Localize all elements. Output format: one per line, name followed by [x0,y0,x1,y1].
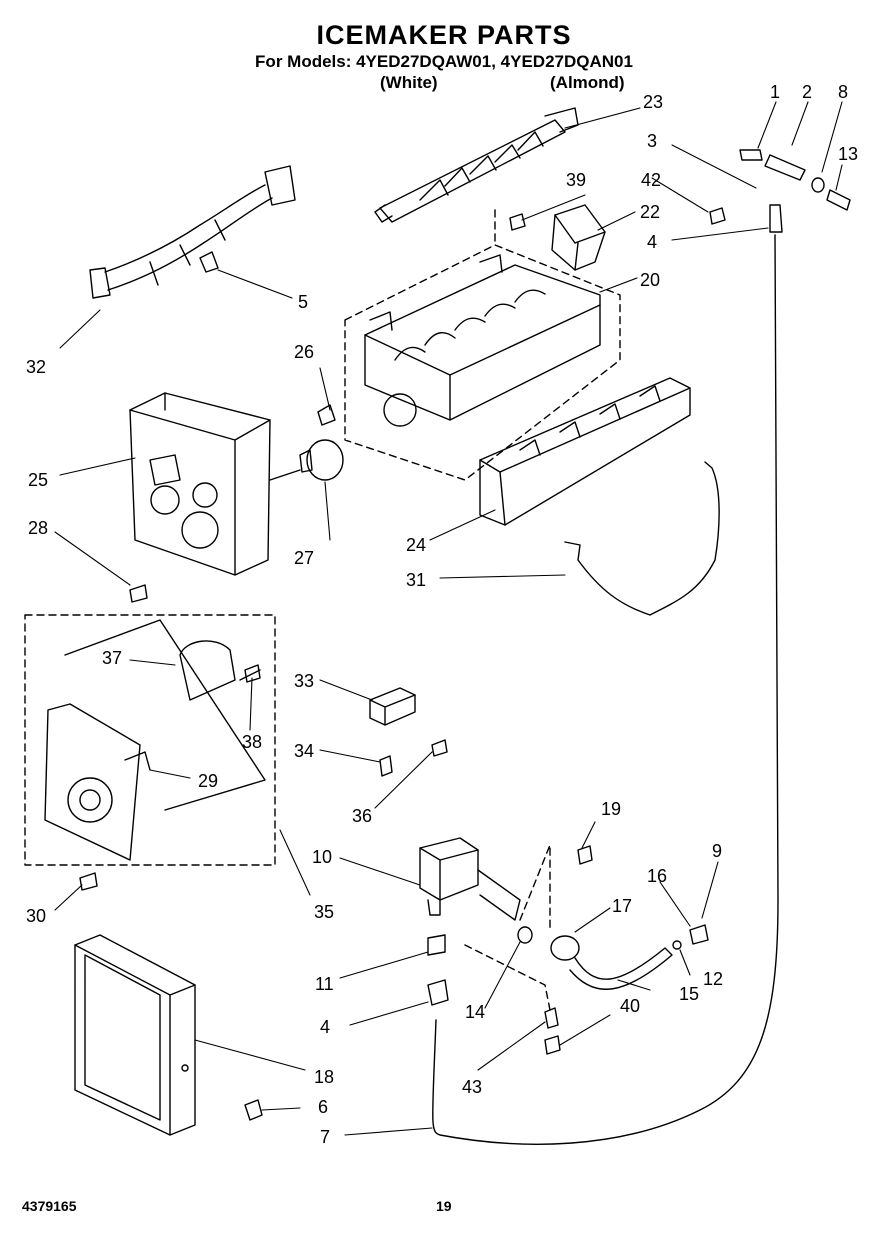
callout-4-bottom: 4 [320,1017,330,1037]
callout-32: 32 [26,357,46,377]
callout-28: 28 [28,518,48,538]
callout-5: 5 [298,292,308,312]
callout-16: 16 [647,866,667,886]
water-valve [419,837,551,931]
water-line [432,204,783,1145]
callout-7: 7 [320,1127,330,1147]
ejector-assembly [374,107,579,223]
callout-18: 18 [314,1067,334,1087]
motor [269,404,344,481]
page-number: 19 [436,1198,452,1214]
shutoff-arm [564,461,720,616]
callout-43: 43 [462,1077,482,1097]
callout-42: 42 [641,170,661,190]
callout-11: 11 [315,974,334,994]
callout-27: 27 [294,548,314,568]
callout-22: 22 [640,202,660,222]
callout-33: 33 [294,671,314,691]
callout-15: 15 [679,984,699,1004]
callout-29: 29 [198,771,218,791]
callout-38: 38 [242,732,262,752]
document-number: 4379165 [22,1198,77,1214]
callout-26: 26 [294,342,314,362]
water-fill-cup [551,204,606,271]
wire-harness [89,165,296,299]
callout-39: 39 [566,170,586,190]
callout-6: 6 [318,1097,328,1117]
callout-1: 1 [770,82,780,102]
control-module-box [24,614,276,866]
callout-3: 3 [647,131,657,151]
callout-37: 37 [102,648,122,668]
stripper [479,377,691,526]
variant-almond: (Almond) [550,73,625,92]
callout-40: 40 [620,996,640,1016]
callout-34: 34 [294,741,314,761]
callout-9: 9 [712,841,722,861]
hose-assembly [464,926,673,1011]
callout-labels: 1 2 3 4 4 5 6 7 8 9 10 11 12 13 14 15 16… [26,82,858,1147]
variant-white: (White) [380,73,438,92]
icemaker-mold [344,209,621,481]
callout-14: 14 [465,1002,485,1022]
model-numbers: For Models: 4YED27DQAW01, 4YED27DQAN01 [255,52,633,71]
small-parts [79,149,851,1121]
callout-24: 24 [406,535,426,555]
callout-30: 30 [26,906,46,926]
cover-bracket [369,687,416,726]
diagram-title: ICEMAKER PARTS [316,20,572,50]
control-housing [129,392,271,576]
callout-23: 23 [643,92,663,112]
callout-35: 35 [314,902,334,922]
callout-36: 36 [352,806,372,826]
callout-19: 19 [601,799,621,819]
callout-31: 31 [406,570,426,590]
callout-4-top: 4 [647,232,657,252]
callout-13: 13 [838,144,858,164]
callout-25: 25 [28,470,48,490]
callout-8: 8 [838,82,848,102]
callout-10: 10 [312,847,332,867]
callout-17: 17 [612,896,632,916]
icemaker-cover [74,934,196,1136]
callout-20: 20 [640,270,660,290]
callout-2: 2 [802,82,812,102]
leader-lines [54,101,843,1136]
callout-12: 12 [703,969,723,989]
